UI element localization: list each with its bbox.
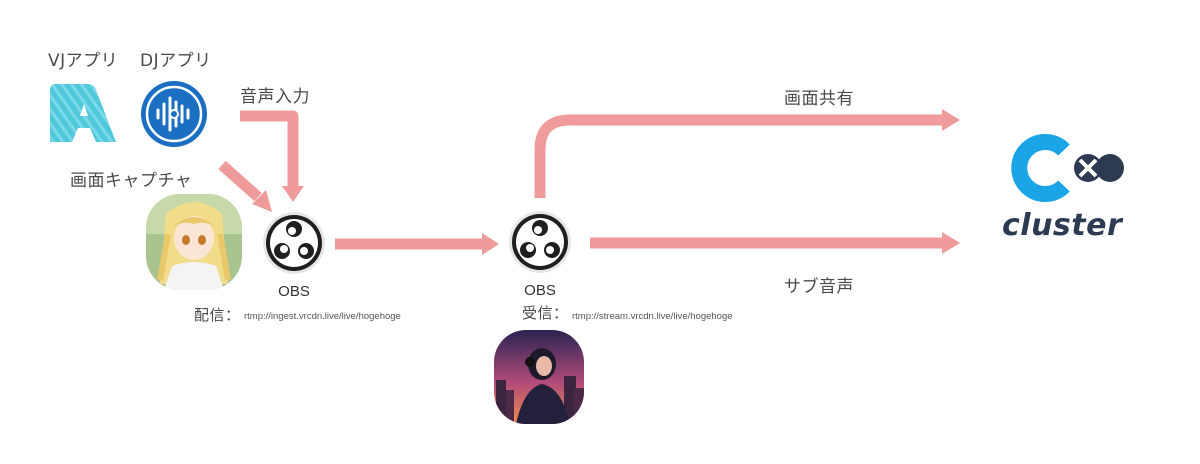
obs-to-obs-arrowhead — [482, 233, 499, 255]
receiver-url: rtmp://stream.vrcdn.live/live/hogehoge — [572, 311, 733, 322]
screen-share-arrowhead — [942, 109, 960, 131]
receiver-obs-icon — [509, 211, 571, 273]
screen-share-arrow — [534, 114, 945, 198]
screen-capture-arrowhead — [252, 190, 272, 212]
sub-audio-label: サブ音声 — [784, 277, 854, 297]
dj-app-icon — [141, 81, 207, 147]
audio-input-label: 音声入力 — [240, 87, 310, 107]
sender-obs-icon — [263, 212, 325, 274]
receiver-avatar — [494, 330, 584, 424]
receiver-label: 受信： — [522, 304, 569, 322]
sender-label: 配信： — [194, 306, 241, 324]
receiver-obs-caption: OBS — [524, 282, 556, 299]
audio-input-arrow — [240, 110, 299, 188]
audio-input-arrowhead — [282, 186, 304, 202]
screen-share-label: 画面共有 — [784, 89, 854, 109]
vj-app-icon — [50, 84, 116, 142]
sender-url: rtmp://ingest.vrcdn.live/live/hogehoge — [244, 311, 401, 322]
screen-capture-label: 画面キャプチャ — [70, 171, 193, 191]
sub-audio-arrowhead — [942, 232, 960, 254]
sender-obs-caption: OBS — [278, 283, 310, 300]
screen-capture-arrow — [218, 160, 262, 202]
cluster-logo-icon — [1011, 134, 1124, 202]
cluster-logo-text: cluster — [1002, 208, 1123, 243]
dj-app-label: DJアプリ — [140, 51, 212, 71]
vj-app-label: VJアプリ — [48, 51, 119, 71]
sender-avatar — [146, 194, 242, 290]
